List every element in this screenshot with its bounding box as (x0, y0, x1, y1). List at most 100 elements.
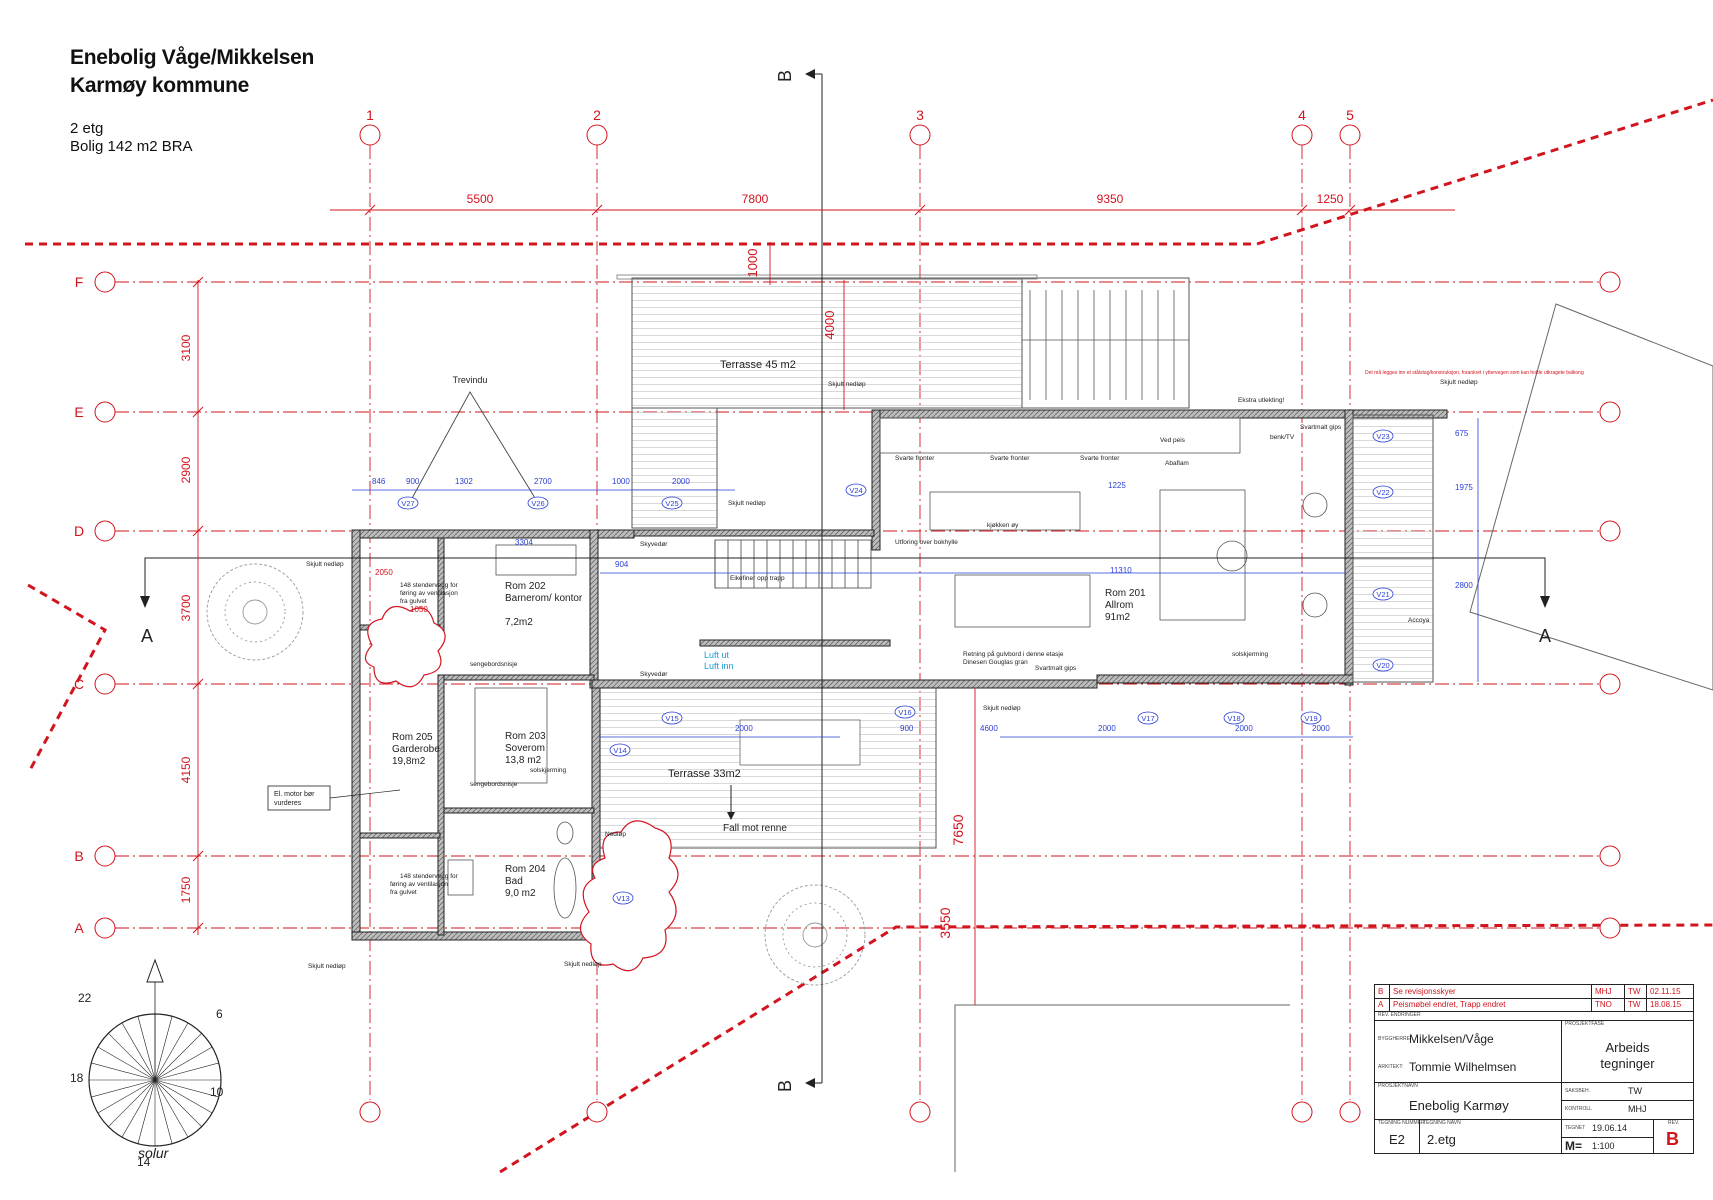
section-b-top-label: B (775, 70, 795, 82)
window-label-V13: V13 (616, 894, 629, 903)
architect-label: ARKITEKT: (1378, 1064, 1404, 1070)
drawn-label: SAKSBEH. (1565, 1088, 1591, 1094)
trevindu-lines (409, 391, 536, 503)
top-dim-ticks (364, 204, 1356, 216)
section-a-arrowhead-right (1540, 596, 1550, 608)
rev-b-row: B Se revisjonsskyer MHJ TW 02.11.15 (1375, 985, 1693, 999)
neighbour-building (1469, 303, 1713, 691)
grid-row-label-A: A (74, 920, 84, 936)
kitchen-island (929, 491, 1081, 531)
room-201-area: 91m2 (1105, 612, 1130, 623)
window-marker-V17 (1137, 711, 1159, 725)
table-round (1216, 540, 1248, 572)
sundial-ray-20 (154, 1022, 189, 1081)
lower-terrace-outline (616, 274, 1038, 280)
stair-treads (1022, 290, 1189, 400)
blue-dim-text-12: 1225 (1108, 481, 1126, 490)
grid-col-bubble-top-5 (1339, 124, 1361, 146)
blue-dim-text-9: 2000 (1312, 724, 1330, 733)
sundial-hour-22: 22 (78, 991, 92, 1005)
top-dim-tick-0 (364, 204, 376, 216)
left-dim-tick-4 (192, 850, 204, 862)
sundial-hour-14: 14 (137, 1155, 151, 1169)
terrace-lower-table (739, 719, 861, 766)
window-label-V15: V15 (665, 714, 678, 723)
blue-dim-text-11: 4600 (980, 724, 998, 733)
client-name: Mikkelsen/Våge (1409, 1032, 1494, 1046)
wall-stair (633, 529, 875, 537)
wall-partition-5 (359, 832, 441, 839)
scale-label: M= (1565, 1139, 1583, 1153)
window-label-V27: V27 (401, 499, 414, 508)
room-labels: Rom 201 Allrom 91m2 Rom 202 Barnerom/ ko… (392, 581, 1146, 899)
window-marker-V19 (1300, 711, 1322, 725)
sundial-ray-23 (154, 1062, 219, 1081)
room-202-name: Rom 202 (505, 581, 546, 592)
window-label-V20: V20 (1376, 661, 1389, 670)
blue-dim-text-14: 675 (1455, 429, 1469, 438)
sundial-ray-4 (154, 1079, 189, 1138)
blue-dim-text-13: 1975 (1455, 483, 1473, 492)
sundial-ray-13 (91, 1062, 156, 1081)
blue-dimension-lines (352, 418, 1479, 738)
sundial-ray-14 (97, 1046, 156, 1081)
blue-dim-text-20: 1050 (410, 605, 428, 614)
left-dim-2: 2900 (179, 456, 193, 483)
rev-label: REV. (1668, 1120, 1680, 1126)
sundial-ray-7 (137, 1079, 156, 1144)
grid-col-label-3: 3 (916, 107, 924, 123)
section-a-left-label: A (141, 626, 153, 646)
room-205-use: Garderobe (392, 744, 440, 755)
terrace-lower-label: Terrasse 33m2 (668, 768, 741, 780)
kjokken-label: kjøkken øy (987, 522, 1019, 529)
left-dim-tick-3 (192, 678, 204, 690)
nedlop-label: Nedløp (605, 831, 626, 838)
rev-b-code: B (1378, 987, 1384, 996)
dim-1000: 1000 (745, 249, 760, 278)
room-205-area: 19,8m2 (392, 756, 426, 767)
solskjerming-1: solskjerming (1232, 651, 1269, 658)
window-label-V17: V17 (1141, 714, 1154, 723)
svarte-fronter-2: Svarte fronter (990, 455, 1030, 462)
window-marker-V14 (609, 743, 631, 757)
grid-row-bubble-right-E (1599, 401, 1621, 423)
grid-row-label-C: C (74, 676, 84, 692)
left-dim-ticks (192, 276, 204, 934)
svartmalt-1: Svartmalt gips (1035, 665, 1077, 672)
wall-partition-2 (437, 674, 445, 936)
property-boundary (25, 98, 1713, 1174)
window-marker-V27 (397, 496, 419, 510)
tree-left (206, 563, 304, 661)
grid-row-bubble-left-E (94, 401, 116, 423)
drawn-cell: SAKSBEH. TW (1561, 1082, 1693, 1101)
window-label-V21: V21 (1376, 590, 1389, 599)
sundial-ray-3 (154, 1079, 202, 1127)
interior-stair (714, 539, 872, 589)
window-marker-V13 (612, 891, 634, 905)
trevindu-marker (409, 391, 536, 503)
name-label: TEGNING NAVN (1423, 1120, 1461, 1126)
trevindu-label: Trevindu (453, 375, 488, 385)
section-b-arrowhead-top (805, 69, 815, 79)
el-motor-line2: vurderes (274, 800, 302, 807)
blue-dim-text-19: 2050 (375, 568, 393, 577)
grid-col-bubble-top-4 (1291, 124, 1313, 146)
stender-2c: fra gulvet (390, 889, 417, 896)
stender-2a: 148 stendervegg for (400, 873, 459, 880)
dim-3550: 3550 (937, 907, 953, 938)
municipality-title: Karmøy kommune (70, 74, 250, 97)
grid-row-bubble-right-B (1599, 845, 1621, 867)
skjult-nedlop-7: Skjult nedløp (728, 500, 766, 507)
sundial-ray-21 (154, 1033, 202, 1081)
bathtub (553, 857, 577, 919)
grid-col-bubble-bottom-2 (586, 1101, 608, 1123)
blue-dim-text-7: 2000 (1098, 724, 1116, 733)
interior-stair-outline (714, 539, 872, 589)
blue-dim-text-2: 1302 (455, 477, 473, 486)
skyvedor-2: Skyvedør (640, 671, 668, 678)
current-rev: B (1666, 1129, 1679, 1149)
bath-sink (447, 859, 474, 896)
